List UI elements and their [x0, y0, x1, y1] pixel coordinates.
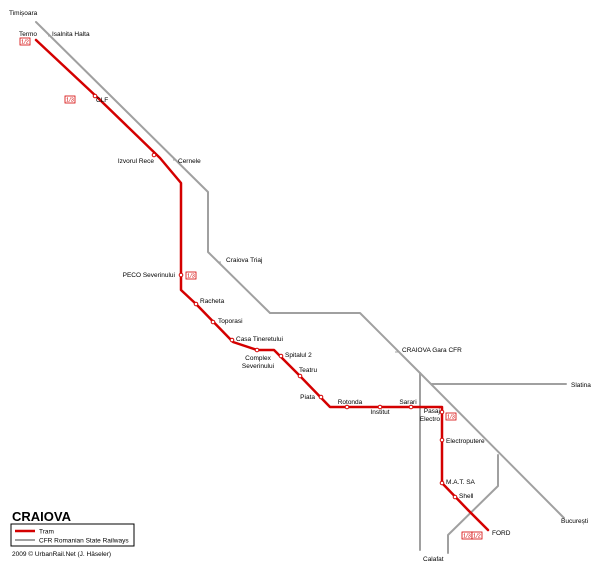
credit-text: 2009 © UrbanRail.Net (J. Häseler) — [12, 550, 111, 558]
tram-stop-label-m-a-t-sa: M.A.T. SA — [446, 479, 476, 486]
tram-stop-marker-casa-tineretului — [229, 337, 235, 343]
route-badge: 1/2 — [21, 40, 29, 46]
map-title: CRAIOVA — [12, 509, 72, 524]
route-badge-frame — [471, 531, 483, 540]
rail-line-bucuresti — [419, 372, 565, 519]
tram-stop-label-clf: CLF — [96, 97, 108, 104]
rail-station-label-calafat: Calafat — [423, 556, 444, 563]
route-badge-frame — [64, 95, 76, 104]
rail-line-main — [35, 21, 421, 374]
tram-stop-label-casa-tineretului: Casa Tineretului — [236, 336, 283, 343]
rail-station-label-craiova-gara-cfr: CRAIOVA Gara CFR — [402, 347, 462, 354]
route-badge-frame — [445, 412, 457, 421]
route-badge: 1/3 — [447, 415, 455, 421]
route-badge-frame — [19, 37, 31, 46]
tram-stop-label-toporasi: Toporasi — [218, 318, 243, 325]
tram-stop-marker-izvorul-rece — [151, 152, 157, 158]
tram-stop-marker-clf — [92, 93, 98, 99]
tram-stop-marker-rotonda — [344, 404, 350, 410]
tram-stop-label-termo: Termo — [19, 31, 37, 38]
tram-stop-marker-teatru — [297, 373, 303, 379]
legend-frame — [10, 523, 135, 547]
tram-stop-marker-toporasi — [210, 319, 216, 325]
rail-line-industrial-branch — [447, 454, 499, 554]
tram-stop-label-electroputere: Electroputere — [446, 438, 485, 445]
tram-stop-label-sarari: Sarari — [399, 399, 416, 406]
route-badge: 1/3 — [463, 534, 471, 540]
tram-stop-label-racheta: Racheta — [200, 298, 225, 305]
rail-station-label-slatina: Slatina — [571, 382, 591, 389]
tram-stop-marker-shell — [452, 494, 458, 500]
tram-stop-label-institut: Institut — [370, 409, 389, 416]
legend-tram-label: Tram — [39, 529, 54, 536]
rail-station-label-cernele: Cernele — [178, 158, 201, 165]
tram-stop-label-spitalul-2: Spitalul 2 — [285, 352, 312, 359]
tram-stop-marker-pasaj-electro — [439, 409, 445, 415]
tram-stop-marker-peco-severinului — [178, 272, 184, 278]
route-badge-frame — [185, 271, 197, 280]
route-badge: 1/3 — [66, 98, 74, 104]
rail-station-label-craiova-triaj: Craiova Triaj — [226, 257, 262, 264]
route-badge: 1/3 — [187, 274, 195, 280]
tram-stop-label-teatru: Teatru — [299, 367, 317, 374]
legend-railway-label: CFR Romanian State Railways — [39, 538, 129, 545]
rail-lines — [35, 21, 567, 554]
tram-stop-marker-sarari — [408, 404, 414, 410]
tram-stop-marker-electroputere — [439, 437, 445, 443]
tram-stop-label-shell: Shell — [459, 493, 474, 500]
tram-stop-marker-spitalul-2 — [278, 353, 284, 359]
route-badge: 1/2 — [473, 534, 481, 540]
tram-line — [34, 38, 490, 532]
rail-station-label-isalnita-halta: Isalnita Halta — [52, 31, 90, 38]
tram-stop-marker-institut — [377, 404, 383, 410]
tram-stop-label-rotonda: Rotonda — [338, 399, 363, 406]
tram-stop-label-piata: Piata — [300, 394, 315, 401]
tram-stop-markers — [92, 93, 458, 500]
tram-stop-label-ford: FORD — [492, 530, 511, 537]
tram-stop-label-peco-severinului: PECO Severinului — [123, 272, 175, 279]
rail-ticks — [48, 35, 398, 353]
tram-stop-marker-m-a-t-sa — [439, 480, 445, 486]
tram-line-path — [34, 38, 490, 532]
legend: Tram CFR Romanian State Railways — [10, 523, 135, 547]
tram-stop-marker-racheta — [193, 301, 199, 307]
tram-stop-marker-complex-severinului — [254, 347, 260, 353]
tram-stop-marker-piata — [318, 394, 324, 400]
rail-station-label-timisoara: Timișoara — [9, 10, 38, 17]
rail-station-label-bucuresti: București — [561, 518, 588, 525]
tram-stop-label-izvorul-rece: Izvorul Rece — [118, 158, 155, 165]
